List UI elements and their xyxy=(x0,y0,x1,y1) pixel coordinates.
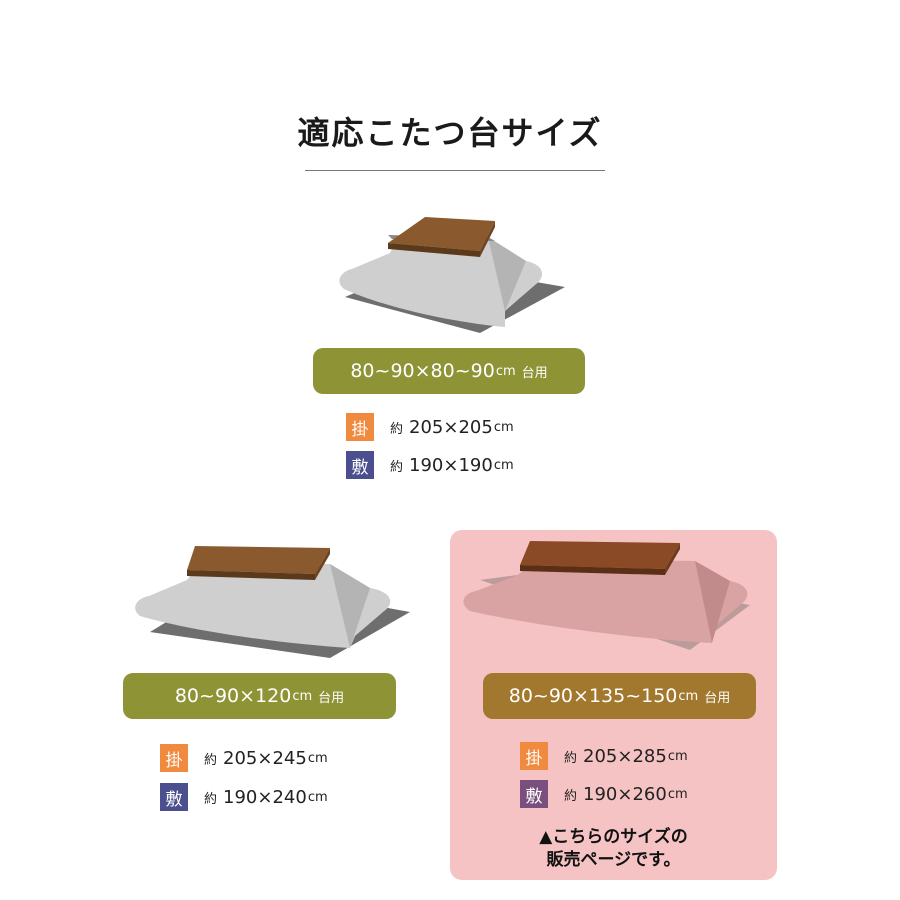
note-line-1: ▲こちらのサイズの xyxy=(539,827,688,847)
approx-label: 約 xyxy=(204,752,218,768)
kake-size-value: 205×285 xyxy=(583,745,667,767)
page-title: 適応こたつ台サイズ xyxy=(297,114,603,152)
kake-size-value: 205×205 xyxy=(409,416,493,438)
table-size: 80~90×80~90 xyxy=(350,360,495,382)
table-unit: cm xyxy=(678,688,699,704)
kake-size-unit: cm xyxy=(307,750,328,766)
approx-label: 約 xyxy=(204,791,218,807)
use-label: 台用 xyxy=(318,690,345,706)
shiki-badge: 敷 xyxy=(520,780,548,808)
kake-size-unit: cm xyxy=(493,419,514,435)
current-page-note: ▲こちらのサイズの 販売ページです。 xyxy=(450,826,777,872)
use-label: 台用 xyxy=(704,690,731,706)
shiki-size-unit: cm xyxy=(307,789,328,805)
kake-badge: 掛 xyxy=(160,744,188,772)
shiki-size-unit: cm xyxy=(493,457,514,473)
approx-label: 約 xyxy=(564,788,578,804)
kotatsu-rectangle-illustration xyxy=(135,546,410,658)
shiki-size-value: 190×240 xyxy=(223,786,307,808)
kotatsu-square-illustration xyxy=(339,217,565,333)
shiki-size-value: 190×190 xyxy=(409,454,493,476)
table-unit: cm xyxy=(495,363,516,379)
kake-size-value: 205×245 xyxy=(223,747,307,769)
approx-label: 約 xyxy=(390,459,404,475)
table-unit: cm xyxy=(292,688,313,704)
use-label: 台用 xyxy=(521,365,548,381)
kake-badge: 掛 xyxy=(520,742,548,770)
shiki-badge: 敷 xyxy=(346,451,374,479)
shiki-size-unit: cm xyxy=(667,786,688,802)
approx-label: 約 xyxy=(390,421,404,437)
note-line-2: 販売ページです。 xyxy=(546,850,681,870)
shiki-size-value: 190×260 xyxy=(583,783,667,805)
table-size: 80~90×120 xyxy=(174,685,292,707)
kake-badge: 掛 xyxy=(346,413,374,441)
kake-size-unit: cm xyxy=(667,748,688,764)
approx-label: 約 xyxy=(564,750,578,766)
table-size: 80~90×135~150 xyxy=(508,685,678,707)
kotatsu-long-rectangle-illustration xyxy=(463,541,750,650)
shiki-badge: 敷 xyxy=(160,783,188,811)
title-divider xyxy=(305,170,605,171)
